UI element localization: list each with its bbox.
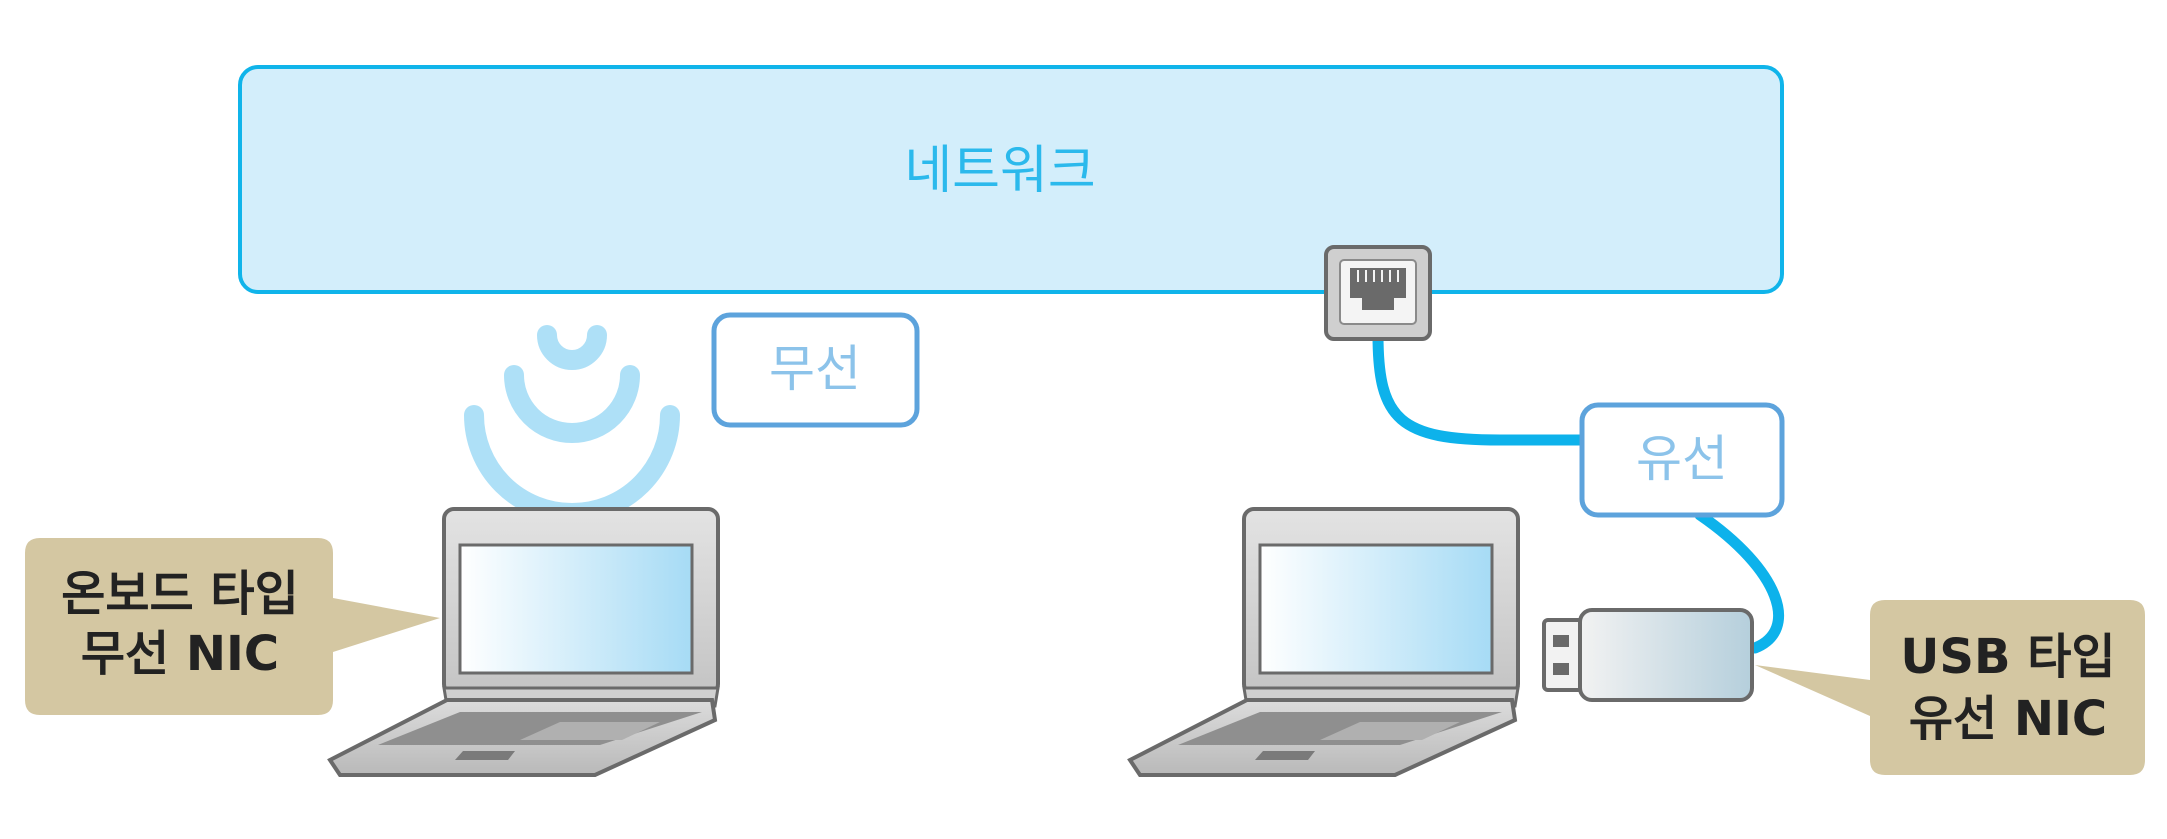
wired-label: 유선 [1636, 430, 1728, 488]
callout-right-line2: 유선 NIC [1909, 691, 2107, 747]
usb-dongle-icon [1542, 608, 1754, 702]
callout-left-line1: 온보드 타입 [61, 566, 299, 622]
callout-usb-wired-nic: USB 타입 유선 NIC [1755, 600, 2145, 775]
network-box: 네트워크 [238, 65, 1784, 294]
callout-onboard-wireless-nic: 온보드 타입 무선 NIC [25, 538, 440, 715]
ethernet-cable [1372, 329, 1785, 654]
wired-label-box: 유선 [1579, 402, 1785, 518]
wireless-label: 무선 [769, 340, 861, 398]
laptop-icon [1127, 507, 1520, 777]
network-label: 네트워크 [904, 141, 1095, 201]
wifi-signal-icon [464, 325, 680, 523]
laptop-icon [327, 507, 720, 777]
wireless-label-box: 무선 [711, 312, 920, 428]
callout-right-line1: USB 타입 [1900, 629, 2115, 685]
ethernet-port-icon [1324, 245, 1432, 341]
callout-left-line2: 무선 NIC [81, 626, 279, 682]
